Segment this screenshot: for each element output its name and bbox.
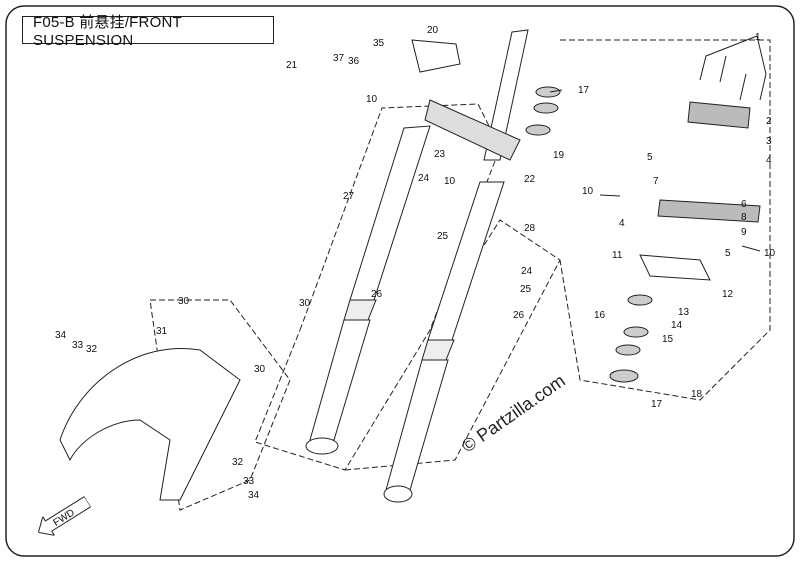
callout-9: 9: [741, 227, 747, 238]
leader-1b: [756, 35, 767, 75]
callout-8: 8: [741, 212, 747, 223]
callout-11: 11: [612, 250, 623, 261]
callout-32b: 32: [232, 457, 244, 468]
leader-1: [705, 35, 758, 57]
callout-23: 23: [434, 149, 446, 160]
bearing-lower-3: [615, 344, 641, 356]
left-fork-seal: [343, 299, 377, 321]
callout-21: 21: [286, 60, 298, 71]
callout-33a: 33: [72, 340, 84, 351]
callout-17a: 17: [578, 85, 590, 96]
steering-damper-bracket: [639, 254, 711, 281]
bolt-1a: [699, 55, 707, 81]
callout-32a: 32: [86, 344, 98, 355]
callout-25b: 25: [520, 284, 532, 295]
front-fender: [59, 348, 241, 501]
bearing-upper-1: [535, 86, 561, 98]
diagram-title: F05-B 前悬挂/FRONT SUSPENSION: [33, 14, 182, 49]
left-fork-axle: [305, 437, 339, 455]
callout-17b: 17: [651, 399, 663, 410]
callout-10d: 10: [764, 248, 776, 259]
callout-6: 6: [741, 199, 747, 210]
upper-bracket: [687, 101, 751, 129]
callout-34a: 34: [55, 330, 67, 341]
callout-30b: 30: [299, 298, 311, 309]
brake-hose-bracket: [411, 39, 461, 73]
bearing-upper-3: [525, 124, 551, 136]
callout-19: 19: [553, 150, 565, 161]
right-fork-tube: [427, 181, 505, 341]
steering-stem: [483, 29, 529, 161]
callout-26a: 26: [371, 289, 383, 300]
callout-10a: 10: [366, 94, 378, 105]
callout-3: 3: [766, 136, 772, 147]
callout-16: 16: [594, 310, 606, 321]
callout-35: 35: [373, 38, 385, 49]
callout-30a: 30: [178, 296, 190, 307]
outer-border: [5, 5, 795, 557]
callout-4b: 4: [619, 218, 625, 229]
callout-28: 28: [524, 223, 536, 234]
callout-31: 31: [156, 326, 168, 337]
callout-10c: 10: [582, 186, 594, 197]
callout-7: 7: [653, 176, 659, 187]
steering-outline: [559, 39, 771, 401]
callout-2: 2: [766, 116, 772, 127]
bolt-1c: [739, 73, 747, 101]
callout-36: 36: [348, 56, 360, 67]
callout-25a: 25: [437, 231, 449, 242]
bolt-1b: [719, 55, 727, 83]
lower-triple-clamp: [424, 99, 521, 161]
callout-4a: 4: [766, 155, 772, 166]
callout-26b: 26: [513, 310, 525, 321]
callout-18: 18: [691, 389, 703, 400]
callout-1: 1: [755, 32, 761, 43]
right-fork-slider: [385, 359, 449, 491]
callout-14: 14: [671, 320, 683, 331]
bearing-lower-2: [623, 326, 649, 338]
leader-17: [549, 89, 563, 93]
left-fork-slider: [309, 319, 371, 441]
callout-20: 20: [427, 25, 439, 36]
callout-33b: 33: [243, 476, 255, 487]
bearing-lower-4: [609, 369, 639, 383]
bolt-1d: [759, 73, 767, 101]
left-fork-tube: [349, 125, 431, 301]
fwd-arrow-icon: FWD: [37, 495, 92, 537]
bearing-upper-2: [533, 102, 559, 114]
callout-30c: 30: [254, 364, 266, 375]
callout-34b: 34: [248, 490, 260, 501]
callout-37: 37: [333, 53, 345, 64]
callout-10b: 10: [444, 176, 456, 187]
right-fork-seal: [421, 339, 455, 361]
leader-10b: [741, 245, 761, 252]
right-fork-axle: [383, 485, 413, 503]
callout-15: 15: [662, 334, 674, 345]
leader-10: [599, 194, 621, 197]
callout-13: 13: [678, 307, 690, 318]
title-box: F05-B 前悬挂/FRONT SUSPENSION: [22, 14, 274, 49]
callout-27: 27: [343, 191, 355, 202]
callout-24b: 24: [521, 266, 533, 277]
callout-22: 22: [524, 174, 536, 185]
middle-bracket: [657, 199, 761, 223]
callout-5b: 5: [725, 248, 731, 259]
callout-12: 12: [722, 289, 734, 300]
bearing-lower-1: [627, 294, 653, 306]
callout-5a: 5: [647, 152, 653, 163]
callout-24a: 24: [418, 173, 430, 184]
